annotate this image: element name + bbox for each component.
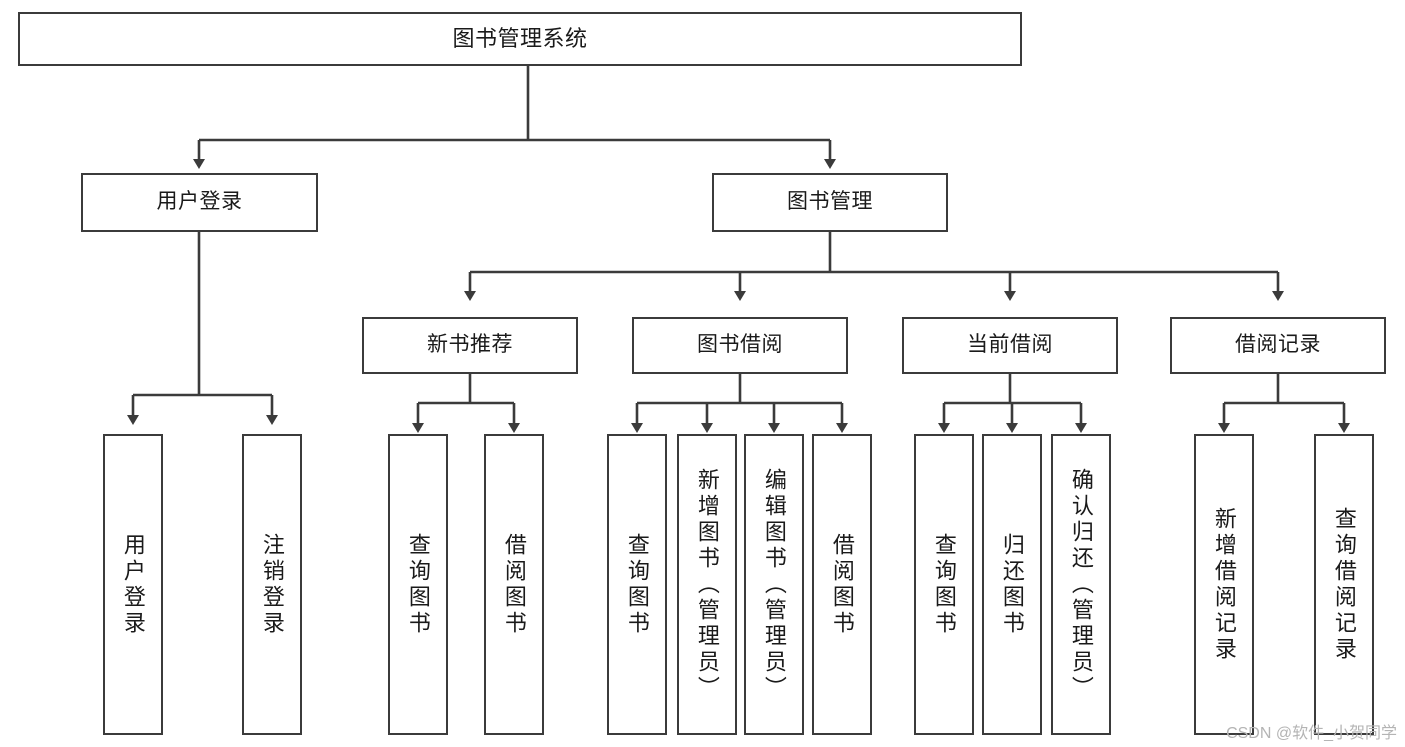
node-book-borrow[interactable]: 图书借阅 [632,317,848,374]
leaf-current-borrow-query[interactable]: 查询图书 [914,434,974,735]
node-current-borrow[interactable]: 当前借阅 [902,317,1118,374]
node-borrow-record-label: 借阅记录 [1235,333,1321,357]
leaf-borrow-record-add-label: 新增借阅记录 [1211,506,1237,663]
leaf-book-borrow-add-label: 新增图书（管理员） [694,467,720,702]
leaf-current-borrow-return[interactable]: 归还图书 [982,434,1042,735]
leaf-book-borrow-borrow[interactable]: 借阅图书 [812,434,872,735]
node-book-borrow-label: 图书借阅 [697,333,783,357]
leaf-borrow-record-query[interactable]: 查询借阅记录 [1314,434,1374,735]
leaf-book-borrow-edit[interactable]: 编辑图书（管理员） [744,434,804,735]
node-new-book-recommend[interactable]: 新书推荐 [362,317,578,374]
leaf-user-login-login-label: 用户登录 [120,532,146,637]
leaf-book-borrow-edit-label: 编辑图书（管理员） [761,467,787,702]
leaf-new-book-borrow[interactable]: 借阅图书 [484,434,544,735]
node-book-management-label: 图书管理 [787,190,873,214]
leaf-book-borrow-query-label: 查询图书 [624,532,650,637]
leaf-book-borrow-add[interactable]: 新增图书（管理员） [677,434,737,735]
node-user-login[interactable]: 用户登录 [81,173,318,232]
leaf-current-borrow-query-label: 查询图书 [931,532,957,637]
node-current-borrow-label: 当前借阅 [967,333,1053,357]
watermark-text: CSDN @软件_小贺同学 [1226,725,1397,742]
node-borrow-record[interactable]: 借阅记录 [1170,317,1386,374]
leaf-borrow-record-add[interactable]: 新增借阅记录 [1194,434,1254,735]
node-book-management[interactable]: 图书管理 [712,173,948,232]
leaf-book-borrow-borrow-label: 借阅图书 [829,532,855,637]
leaf-new-book-query[interactable]: 查询图书 [388,434,448,735]
leaf-borrow-record-query-label: 查询借阅记录 [1331,506,1357,663]
leaf-new-book-query-label: 查询图书 [405,532,431,637]
leaf-new-book-borrow-label: 借阅图书 [501,532,527,637]
leaf-user-login-login[interactable]: 用户登录 [103,434,163,735]
leaf-user-login-logout-label: 注销登录 [259,532,285,637]
leaf-current-borrow-return-label: 归还图书 [999,532,1025,637]
node-root-label: 图书管理系统 [452,26,588,52]
leaf-book-borrow-query[interactable]: 查询图书 [607,434,667,735]
leaf-current-borrow-confirm[interactable]: 确认归还（管理员） [1051,434,1111,735]
leaf-current-borrow-confirm-label: 确认归还（管理员） [1068,467,1094,702]
node-root[interactable]: 图书管理系统 [18,12,1022,66]
node-new-book-recommend-label: 新书推荐 [427,333,513,357]
node-user-login-label: 用户登录 [156,190,243,214]
leaf-user-login-logout[interactable]: 注销登录 [242,434,302,735]
